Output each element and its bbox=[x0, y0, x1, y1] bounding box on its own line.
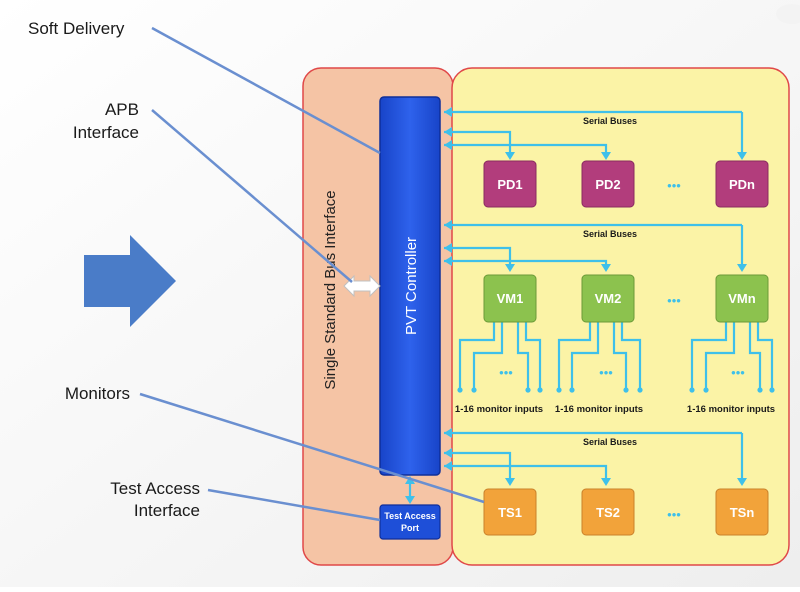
callout-test-access-line1: Test Access bbox=[110, 479, 200, 498]
pd-block-1 bbox=[483, 160, 537, 208]
serial-bus-ts bbox=[444, 428, 747, 486]
callout-apb-line2: Interface bbox=[73, 123, 139, 142]
test-access-port bbox=[379, 504, 441, 540]
serial-bus-vm bbox=[444, 220, 747, 272]
ellipsis-mon-1: ••• bbox=[499, 365, 513, 380]
pd-block-1-label: PD1 bbox=[497, 177, 522, 192]
pd-block-2 bbox=[581, 160, 635, 208]
ellipsis-pd: ••• bbox=[667, 178, 681, 193]
panel-label: Single Standard Bus Interface bbox=[322, 190, 339, 389]
pd-block-n bbox=[715, 160, 769, 208]
monitor-inputs-2 bbox=[556, 322, 643, 393]
pointer-apb bbox=[151, 109, 353, 283]
ellipsis-mon-2: ••• bbox=[599, 365, 613, 380]
serial-bus-label: Serial Buses bbox=[583, 229, 637, 239]
vm-block-n bbox=[715, 274, 769, 323]
ts-block-n bbox=[715, 488, 769, 536]
vm-block-1-label: VM1 bbox=[497, 291, 524, 306]
serial-bus-label: Serial Buses bbox=[583, 116, 637, 126]
corner-glow bbox=[776, 4, 800, 24]
serial-bus-pd bbox=[444, 107, 747, 160]
pd-block-n-label: PDn bbox=[729, 177, 755, 192]
pd-block-2-label: PD2 bbox=[595, 177, 620, 192]
ts-block-n-label: TSn bbox=[730, 505, 755, 520]
vm-block-2-label: VM2 bbox=[595, 291, 622, 306]
pointer-monitors bbox=[139, 392, 485, 504]
test-access-port-label-1: Test Access bbox=[384, 511, 436, 521]
monitor-inputs-n bbox=[689, 322, 775, 393]
ts-block-1 bbox=[483, 488, 537, 536]
pvt-controller-label: PVT Controller bbox=[403, 237, 420, 335]
ts-block-2-label: TS2 bbox=[596, 505, 620, 520]
callout-monitors: Monitors bbox=[65, 384, 130, 403]
monitor-inputs-label: 1-16 monitor inputs bbox=[455, 404, 543, 415]
monitor-inputs-label: 1-16 monitor inputs bbox=[555, 404, 643, 415]
vm-block-n-label: VMn bbox=[728, 291, 756, 306]
monitor-inputs-1 bbox=[457, 322, 543, 393]
ts-block-2 bbox=[581, 488, 635, 536]
monitor-inputs-label: 1-16 monitor inputs bbox=[687, 404, 775, 415]
callout-soft-delivery: Soft Delivery bbox=[28, 19, 125, 38]
ellipsis-mon-n: ••• bbox=[731, 365, 745, 380]
vm-block-2 bbox=[581, 274, 635, 323]
apb-double-arrow-icon bbox=[343, 274, 381, 298]
pointer-soft-delivery bbox=[151, 26, 381, 155]
serial-bus-label: Serial Buses bbox=[583, 437, 637, 447]
ts-block-1-label: TS1 bbox=[498, 505, 522, 520]
vm-block-1 bbox=[483, 274, 537, 323]
test-access-port-label-2: Port bbox=[401, 523, 419, 533]
ellipsis-vm: ••• bbox=[667, 293, 681, 308]
ellipsis-ts: ••• bbox=[667, 507, 681, 522]
callout-test-access-line2: Interface bbox=[134, 501, 200, 520]
big-arrow-icon bbox=[84, 235, 176, 327]
callout-apb-line1: APB bbox=[105, 100, 139, 119]
pointer-test-access bbox=[207, 488, 381, 522]
